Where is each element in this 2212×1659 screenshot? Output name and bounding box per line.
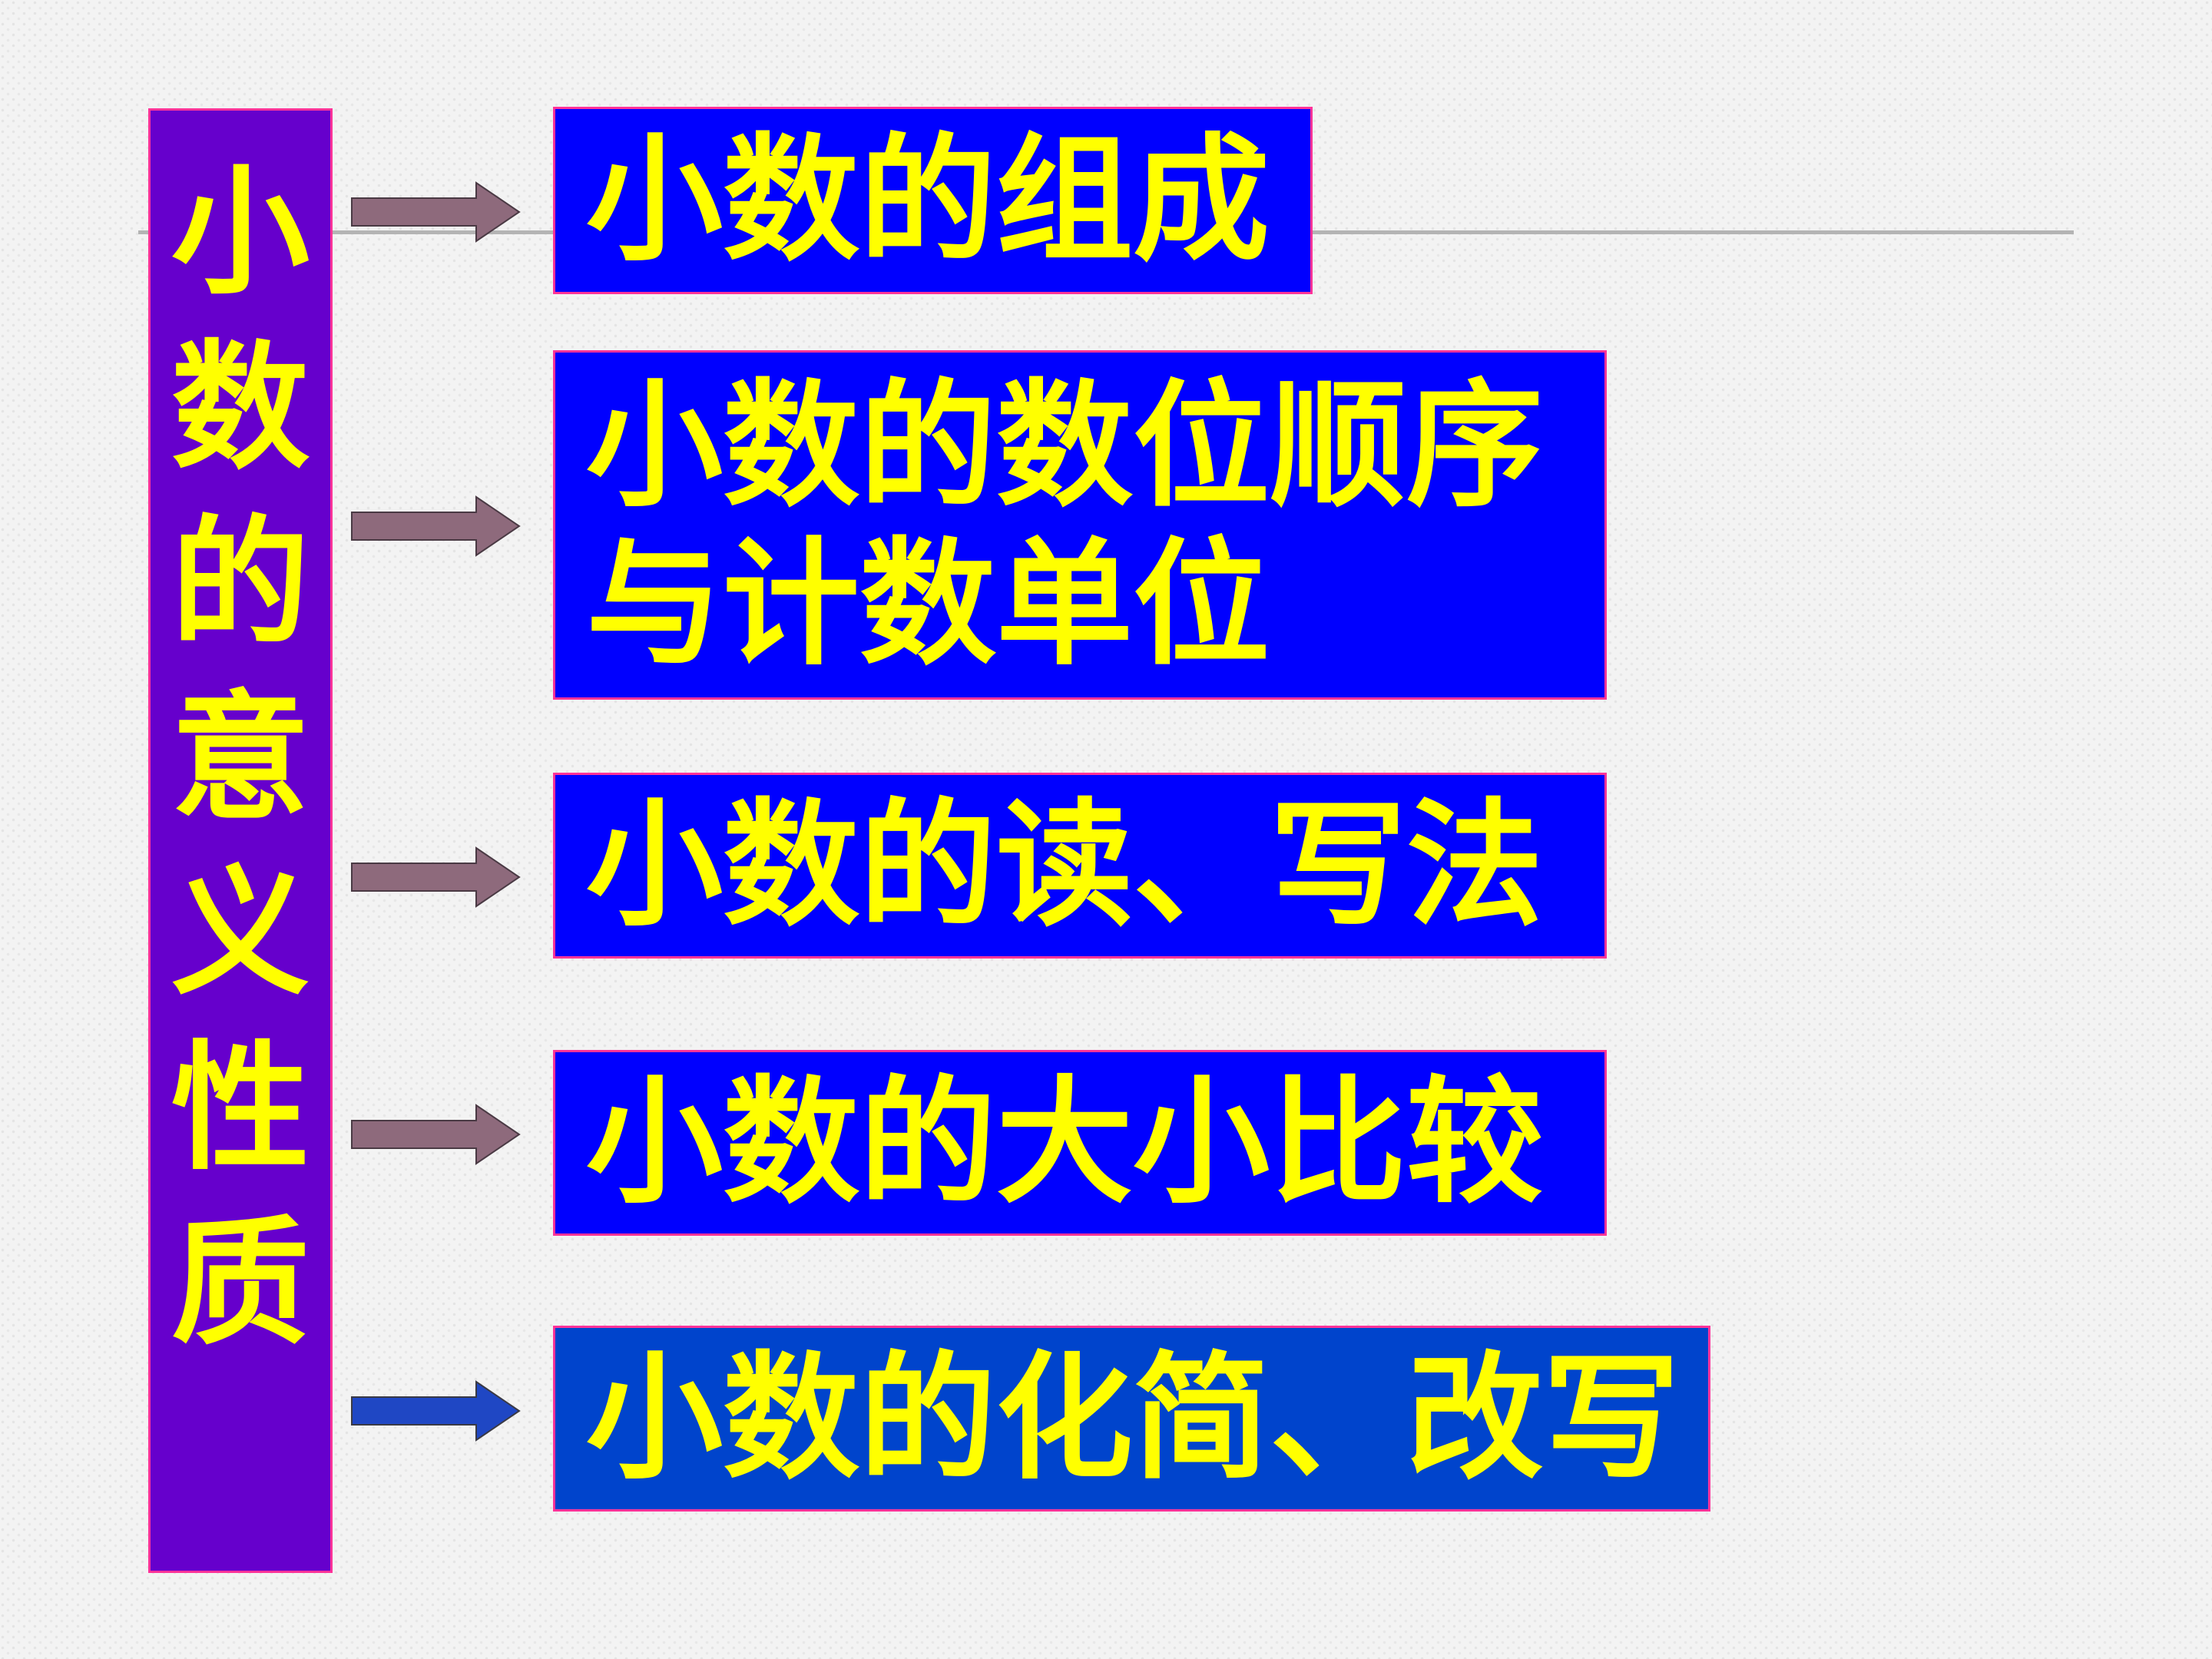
main-topic-char: 性 [171, 1028, 310, 1189]
topic-box-composition: 小数的组成 [553, 107, 1313, 294]
main-topic-char: 的 [171, 503, 310, 664]
right-arrow-icon [351, 1380, 521, 1442]
main-topic-char: 意 [171, 678, 310, 839]
topic-box-compare: 小数的大小比较 [553, 1050, 1607, 1236]
main-topic-char: 义 [171, 853, 310, 1014]
topic-label: 小数的组成 [586, 121, 1270, 280]
right-arrow-icon [351, 846, 521, 908]
right-arrow-icon [351, 1104, 521, 1165]
right-arrow-icon [351, 495, 521, 557]
topic-label: 小数的大小比较 [586, 1063, 1543, 1222]
topic-label: 小数的读、写法 [586, 786, 1543, 945]
topic-box-read-write: 小数的读、写法 [553, 773, 1607, 959]
topic-box-place-value: 小数的数位顺序 与计数单位 [553, 350, 1607, 700]
topic-label: 与计数单位 [586, 524, 1270, 684]
topic-box-simplify-rewrite: 小数的化简、改写 [553, 1326, 1710, 1512]
topic-label: 小数的数位顺序 [586, 366, 1543, 525]
main-topic-char: 质 [171, 1204, 310, 1364]
main-topic-box: 小 数 的 意 义 性 质 [148, 108, 333, 1573]
main-topic-char: 小 [171, 153, 310, 313]
right-arrow-icon [351, 181, 521, 243]
main-topic-char: 数 [171, 328, 310, 488]
topic-label: 小数的化简、改写 [586, 1339, 1680, 1498]
